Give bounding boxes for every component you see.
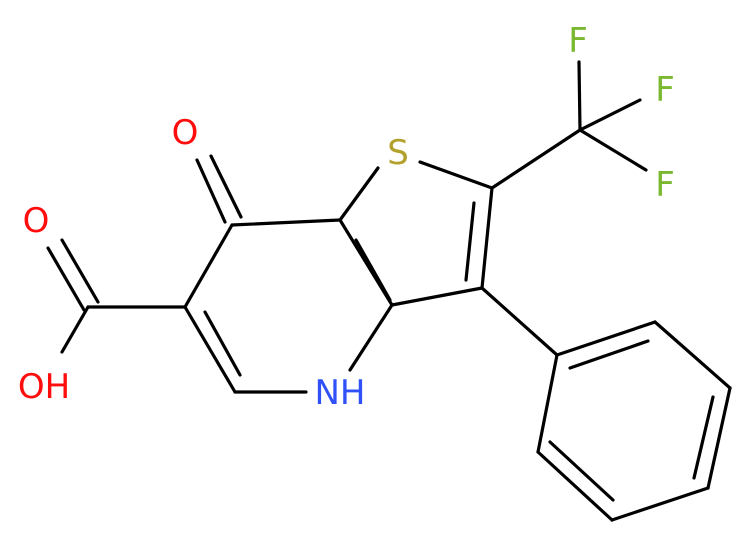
bond-ph-1 bbox=[555, 320, 657, 357]
bond-c7-o-1 bbox=[195, 158, 227, 224]
atom-nh: NH bbox=[315, 373, 366, 413]
bond-c2-c3 bbox=[480, 186, 494, 290]
bond-ph-3-inner bbox=[692, 395, 715, 480]
bond-c5-c6-inner bbox=[203, 310, 242, 377]
atom-o-acid: O bbox=[23, 201, 50, 241]
bond-ph-6 bbox=[536, 353, 559, 454]
bond-cf3-f1 bbox=[577, 60, 582, 132]
bond-cacid-o-2 bbox=[60, 238, 100, 304]
atom-labels: O O OH S NH F F F bbox=[18, 21, 675, 413]
bond-c3a-n4 bbox=[348, 303, 394, 372]
bond-c6-c7 bbox=[183, 223, 234, 309]
bond-c5-c6 bbox=[183, 305, 237, 394]
bond-c7a-s bbox=[338, 166, 380, 222]
bonds bbox=[46, 60, 732, 522]
bond-c7-c7a bbox=[230, 218, 342, 227]
atom-s: S bbox=[387, 133, 409, 173]
bond-cf3-f2 bbox=[578, 98, 642, 132]
bond-ph-5-inner bbox=[548, 440, 615, 502]
bond-cacid-o-1 bbox=[46, 246, 86, 312]
bond-ph-4 bbox=[610, 486, 710, 522]
bond-c3-phenyl bbox=[480, 286, 559, 357]
bond-s-c2 bbox=[418, 160, 494, 190]
atom-oh: OH bbox=[18, 367, 70, 407]
atom-f1: F bbox=[568, 21, 588, 61]
bond-ph-1-inner bbox=[568, 339, 650, 370]
bond-ph-2 bbox=[653, 320, 732, 390]
bond-cacid-oh bbox=[60, 305, 90, 354]
atom-f3: F bbox=[655, 165, 675, 205]
bond-c2-c3-inner bbox=[464, 201, 476, 282]
atom-o-keto: O bbox=[172, 113, 199, 153]
bond-c7a-c3a-inner bbox=[354, 238, 392, 302]
bond-ph-3 bbox=[706, 386, 732, 490]
bond-c3-c3a bbox=[390, 286, 484, 307]
bond-c7-o-2 bbox=[209, 154, 243, 219]
atom-f2: F bbox=[655, 70, 675, 110]
bond-cf3-f3 bbox=[578, 128, 648, 172]
bond-ph-5 bbox=[536, 450, 614, 522]
bond-c2-cf3 bbox=[490, 128, 582, 190]
